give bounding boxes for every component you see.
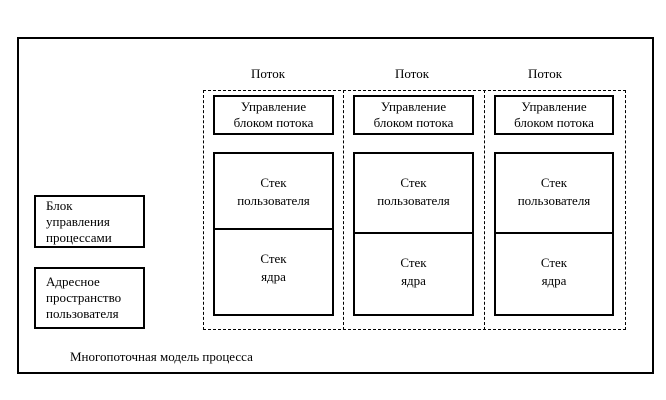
user-stack-label-2: Стек пользователя — [377, 175, 450, 208]
thread-control-block-label-2: Управление блоком потока — [373, 99, 454, 130]
thread-control-block-3: Управление блоком потока — [494, 95, 614, 135]
thread-control-block-2: Управление блоком потока — [353, 95, 474, 135]
user-stack-2: Стек пользователя — [355, 154, 472, 234]
kernel-stack-2: Стек ядра — [353, 232, 474, 314]
thread-control-block-1: Управление блоком потока — [213, 95, 334, 135]
thread-title-1: Поток — [250, 66, 286, 81]
process-control-block-box: Блок управления процессами — [34, 195, 145, 248]
kernel-stack-3: Стек ядра — [494, 232, 614, 314]
thread-stacks-1 — [213, 152, 334, 316]
user-stack-label-1: Стек пользователя — [237, 175, 310, 208]
kernel-stack-label-3: Стек ядра — [540, 255, 568, 288]
user-stack-3: Стек пользователя — [496, 154, 612, 234]
thread-stacks-2 — [353, 152, 474, 316]
user-address-space-label: Адресное пространство пользователя — [46, 274, 122, 321]
user-stack-label-3: Стек пользователя — [517, 175, 591, 208]
user-stack-1: Стек пользователя — [215, 154, 332, 230]
process-frame — [17, 37, 654, 374]
thread-title-2: Поток — [394, 66, 430, 81]
process-control-block-label: Блок управления процессами — [46, 197, 112, 245]
diagram-caption: Многопоточная модель процесса — [70, 349, 253, 364]
thread-control-block-label-3: Управление блоком потока — [514, 99, 594, 130]
thread-control-block-label-1: Управление блоком потока — [233, 99, 314, 130]
kernel-stack-1: Стек ядра — [213, 228, 334, 314]
thread-title-3: Поток — [527, 66, 563, 81]
thread-stacks-3 — [494, 152, 614, 316]
threads-dashed-group — [203, 90, 626, 330]
kernel-stack-label-2: Стек ядра — [400, 255, 427, 288]
kernel-stack-label-1: Стек ядра — [260, 251, 287, 284]
user-address-space-box: Адресное пространство пользователя — [34, 267, 145, 329]
thread-divider-2 — [484, 90, 485, 330]
thread-divider-1 — [343, 90, 344, 330]
